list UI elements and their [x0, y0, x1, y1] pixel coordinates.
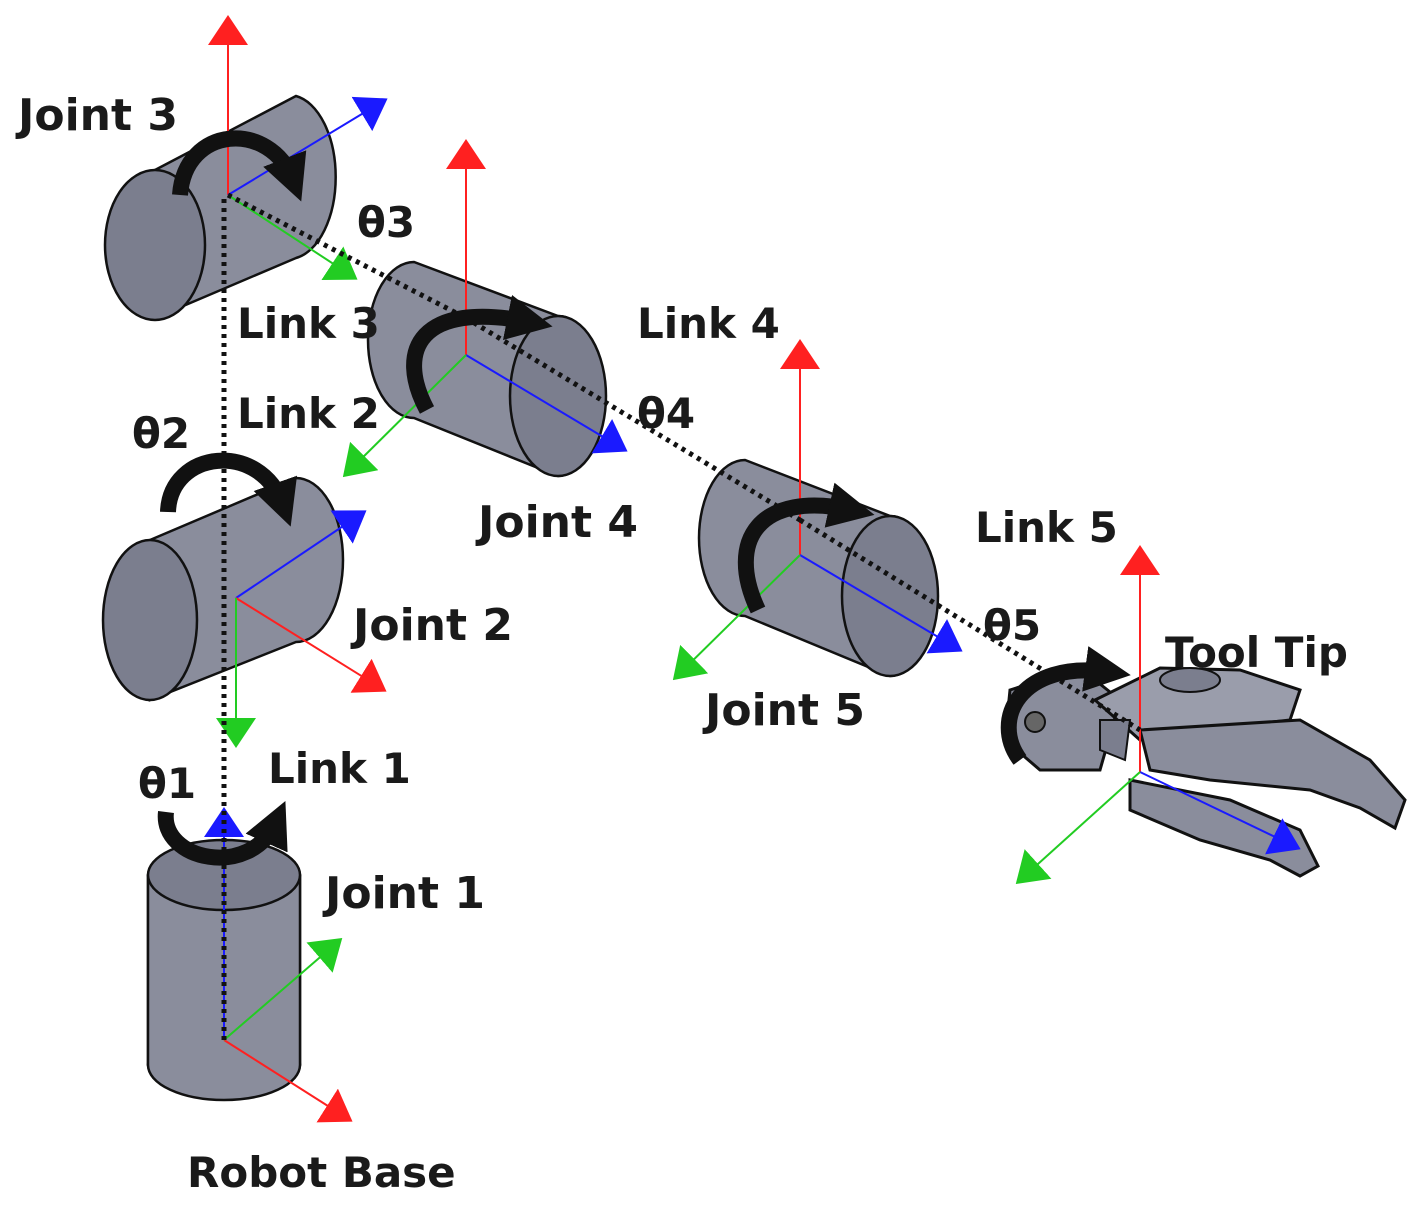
tool-frame-axes	[1015, 545, 1301, 885]
rotation-arrow-theta3	[172, 130, 307, 202]
frame3-axes	[208, 15, 388, 280]
label-theta5: θ5	[983, 601, 1041, 650]
label-theta4: θ4	[637, 389, 695, 438]
kinematic-chain	[221, 192, 1142, 1040]
label-robot-base: Robot Base	[187, 1148, 456, 1197]
rotation-arrow-theta5	[737, 482, 875, 614]
joint2-cylinder	[101, 476, 345, 702]
label-joint5: Joint 5	[702, 685, 865, 736]
label-joint4: Joint 4	[475, 497, 638, 548]
label-joint2: Joint 2	[350, 600, 513, 651]
rotation-arrow-theta1	[157, 801, 288, 866]
rotation-arrow-theta4	[406, 294, 553, 414]
label-joint1: Joint 1	[322, 868, 485, 919]
label-joint3: Joint 3	[15, 90, 178, 141]
joint5-cylinder	[697, 458, 940, 678]
label-link5: Link 5	[975, 503, 1118, 552]
label-link4: Link 4	[637, 299, 780, 348]
label-theta1: θ1	[138, 759, 196, 808]
label-link1: Link 1	[268, 744, 411, 793]
rotation-arrow-tool	[1000, 646, 1131, 765]
joint4-cylinder	[366, 260, 608, 478]
label-theta3: θ3	[357, 198, 415, 247]
rotation-arrow-theta2	[160, 452, 297, 527]
label-link3: Link 3	[237, 299, 380, 348]
label-theta2: θ2	[132, 409, 190, 458]
frame2-axes	[216, 510, 387, 748]
label-tool-tip: Tool Tip	[1165, 628, 1348, 677]
gripper-tool	[1003, 666, 1407, 878]
label-link2: Link 2	[237, 389, 380, 438]
